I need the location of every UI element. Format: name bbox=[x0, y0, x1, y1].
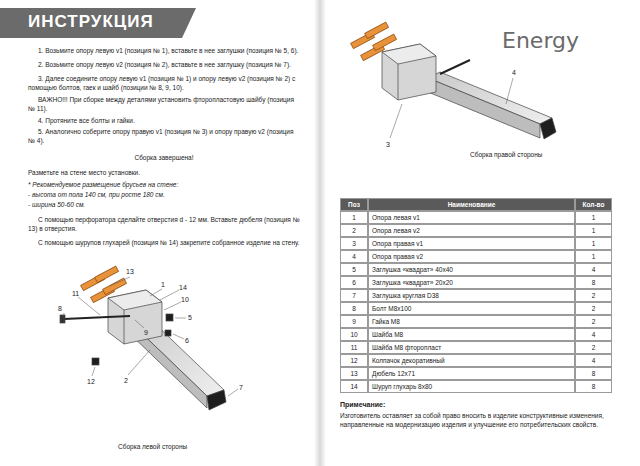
brand-logo: Energy bbox=[502, 28, 579, 54]
callout-number: 14 bbox=[179, 283, 187, 292]
page-title: ИНСТРУКЦИЯ bbox=[28, 12, 154, 32]
table-cell: Опора левая v1 bbox=[368, 211, 575, 224]
table-cell: 8 bbox=[575, 276, 612, 289]
callout-number: 4 bbox=[512, 68, 516, 77]
callout-number: 8 bbox=[58, 304, 62, 313]
table-cell: 7 bbox=[340, 289, 368, 302]
callout-number: 9 bbox=[144, 328, 148, 337]
callout-number: 11 bbox=[72, 289, 79, 298]
table-cell: 3 bbox=[340, 237, 368, 250]
figure-caption: Сборка левой стороны bbox=[118, 442, 187, 451]
table-cell: 2 bbox=[340, 224, 368, 237]
callout-number: 12 bbox=[87, 377, 95, 386]
instruction-text: 3. Далее соедините опору левую v1 (позиц… bbox=[28, 74, 300, 92]
callout-number: 5 bbox=[188, 313, 192, 322]
instruction-text: - ширина 50-60 см. bbox=[28, 200, 300, 209]
callout-number: 6 bbox=[185, 336, 189, 345]
table-cell: 5 bbox=[340, 263, 368, 276]
table-cell: Колпачок декоративный bbox=[368, 354, 575, 367]
table-cell: 1 bbox=[575, 224, 612, 237]
callout-number: 13 bbox=[126, 267, 134, 276]
table-cell: Шайба М8 фторопласт bbox=[368, 341, 575, 354]
table-header: Кол-во bbox=[575, 198, 612, 211]
table-cell: 4 bbox=[575, 328, 612, 341]
callout-number: 3 bbox=[386, 140, 390, 149]
table-cell: Болт М8х100 bbox=[368, 302, 575, 315]
left-assembly bbox=[60, 266, 238, 410]
table-cell: Шуруп глухарь 8х80 bbox=[368, 380, 575, 393]
table-cell: Заглушка «квадрат» 20х20 bbox=[368, 276, 575, 289]
page-fold bbox=[314, 0, 326, 466]
table-cell: Шайба М8 bbox=[368, 328, 575, 341]
table-cell: Опора правая v2 bbox=[368, 250, 575, 263]
instruction-text: Разметьте на стене место установки. bbox=[28, 168, 300, 177]
table-cell: Опора левая v2 bbox=[368, 224, 575, 237]
table-cell: Заглушка круглая D38 bbox=[368, 289, 575, 302]
instruction-text: 5. Аналогично соберите опору правую v1 (… bbox=[28, 127, 300, 145]
table-cell: 12 bbox=[340, 354, 368, 367]
instruction-text: - высота от пола 140 см, при росте 180 с… bbox=[28, 190, 300, 199]
table-cell: 8 bbox=[575, 380, 612, 393]
table-cell: 9 bbox=[340, 315, 368, 328]
table-cell: 4 bbox=[575, 263, 612, 276]
instruction-text: С помощью шурупов глухарей (позиция № 14… bbox=[28, 238, 300, 247]
table-header: Наименование bbox=[368, 198, 575, 211]
callout-number: 10 bbox=[181, 295, 189, 304]
instruction-text: С помощью перфоратора сделайте отверстия… bbox=[28, 215, 300, 233]
figure-caption: Сборка правой стороны bbox=[470, 150, 543, 159]
table-cell: 8 bbox=[340, 302, 368, 315]
table-cell: 4 bbox=[340, 250, 368, 263]
table-cell: 1 bbox=[340, 211, 368, 224]
table-cell: 4 bbox=[575, 354, 612, 367]
instruction-text: 4. Протяните все болты и гайки. bbox=[28, 116, 300, 125]
table-cell: 1 bbox=[575, 250, 612, 263]
table-cell: 2 bbox=[575, 315, 612, 328]
table-cell: Опора правая v1 bbox=[368, 237, 575, 250]
table-cell: 2 bbox=[575, 341, 612, 354]
table-cell: 2 bbox=[575, 302, 612, 315]
callout-number: 7 bbox=[239, 383, 243, 392]
instruction-text: ВАЖНО!!! При сборке между деталями устан… bbox=[28, 95, 300, 113]
instruction-text: * Рекомендуемое размещение брусьев на ст… bbox=[28, 180, 300, 189]
callout-number: 2 bbox=[124, 376, 128, 385]
table-cell: Дюбель 12х71 bbox=[368, 367, 575, 380]
table-cell: 1 bbox=[575, 237, 612, 250]
table-cell: 6 bbox=[340, 276, 368, 289]
callout-number: 1 bbox=[161, 280, 165, 289]
table-cell: 13 bbox=[340, 367, 368, 380]
table-cell: 2 bbox=[575, 289, 612, 302]
table-cell: 14 bbox=[340, 380, 368, 393]
table-cell: 1 bbox=[575, 211, 612, 224]
title-band bbox=[0, 8, 196, 38]
instruction-text: 2. Возьмите опору левую v2 (позиция № 2)… bbox=[28, 60, 300, 69]
table-cell: Гайка М8 bbox=[368, 315, 575, 328]
table-header: Поз bbox=[340, 198, 368, 211]
note-heading: Примечание: bbox=[340, 400, 385, 409]
instruction-text: Сборка завершена! bbox=[28, 153, 300, 162]
table-cell: 11 bbox=[340, 341, 368, 354]
note-text: Изготовитель оставляет за собой право вн… bbox=[340, 411, 612, 429]
table-cell: Заглушка «квадрат» 40х40 bbox=[368, 263, 575, 276]
instruction-text: 1. Возьмите опору левую v1 (позиция № 1)… bbox=[28, 46, 300, 55]
table-cell: 8 bbox=[575, 367, 612, 380]
table-cell: 10 bbox=[340, 328, 368, 341]
